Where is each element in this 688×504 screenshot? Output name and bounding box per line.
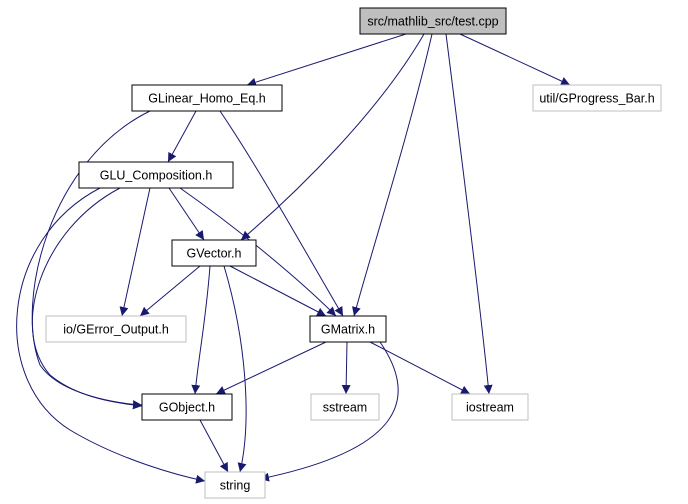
node-box-glu [78, 161, 234, 189]
node-box-gprogress [532, 84, 662, 112]
edge-glinear-to-gmatrix [219, 110, 344, 317]
node-label-string: string [220, 478, 251, 492]
node-box-gerror [45, 315, 187, 343]
node-label-gprogress: util/GProgress_Bar.h [539, 91, 654, 105]
edge-gmatrix-to-string [259, 341, 399, 482]
node-gerror: io/GError_Output.h [45, 315, 187, 343]
node-label-sstream: sstream [323, 400, 367, 414]
edge-gvector-to-gmatrix [229, 265, 327, 317]
edge-gobject-to-string [199, 419, 229, 473]
edge-gmatrix-to-iostream [369, 341, 471, 395]
edge-gmatrix-to-gobject [215, 341, 327, 395]
edge-gvector-to-gerror [139, 265, 201, 317]
edge-glinear-to-glu [167, 110, 197, 163]
node-box-sstream [310, 393, 380, 421]
node-glinear[interactable]: GLinear_Homo_Eq.h [131, 84, 283, 112]
node-gprogress: util/GProgress_Bar.h [532, 84, 662, 112]
node-label-gvector: GVector.h [187, 246, 242, 260]
node-label-gobject: GObject.h [159, 400, 215, 414]
edge-gvector-to-string [223, 265, 247, 473]
node-label-gmatrix: GMatrix.h [321, 322, 375, 336]
node-glu[interactable]: GLU_Composition.h [78, 161, 234, 189]
edge-test_cpp-to-glinear [246, 33, 407, 87]
node-box-iostream [451, 393, 529, 421]
node-label-iostream: iostream [466, 400, 514, 414]
edge-glu-to-gmatrix [179, 187, 337, 317]
edge-gmatrix-to-sstream [341, 341, 351, 395]
edge-glu-to-gobject [31, 187, 143, 410]
edge-glu-to-string [16, 187, 206, 484]
edge-test_cpp-to-gprogress [459, 33, 571, 86]
edge-test_cpp-to-gvector [240, 33, 425, 241]
edge-test_cpp-to-iostream [445, 33, 493, 395]
edge-test_cpp-to-gmatrix [352, 33, 433, 317]
edge-glu-to-gvector [168, 187, 205, 241]
node-sstream: sstream [310, 393, 380, 421]
node-iostream: iostream [451, 393, 529, 421]
node-label-glinear: GLinear_Homo_Eq.h [148, 91, 265, 105]
node-label-gerror: io/GError_Output.h [63, 322, 169, 336]
node-test_cpp[interactable]: src/mathlib_src/test.cpp [359, 7, 507, 35]
node-box-test_cpp [359, 7, 507, 35]
node-box-gvector [171, 239, 257, 267]
node-label-glu: GLU_Composition.h [100, 168, 213, 182]
node-box-gmatrix [309, 315, 387, 343]
node-gmatrix[interactable]: GMatrix.h [309, 315, 387, 343]
node-gobject[interactable]: GObject.h [141, 393, 233, 421]
edge-layer [16, 33, 571, 484]
node-gvector[interactable]: GVector.h [171, 239, 257, 267]
node-string: string [204, 471, 266, 499]
node-layer: src/mathlib_src/test.cppGLinear_Homo_Eq.… [45, 7, 662, 499]
edge-glu-to-gerror [119, 187, 151, 317]
node-box-string [204, 471, 266, 499]
node-box-glinear [131, 84, 283, 112]
edge-gvector-to-gobject [191, 265, 211, 395]
node-box-gobject [141, 393, 233, 421]
node-label-test_cpp: src/mathlib_src/test.cpp [367, 14, 498, 28]
